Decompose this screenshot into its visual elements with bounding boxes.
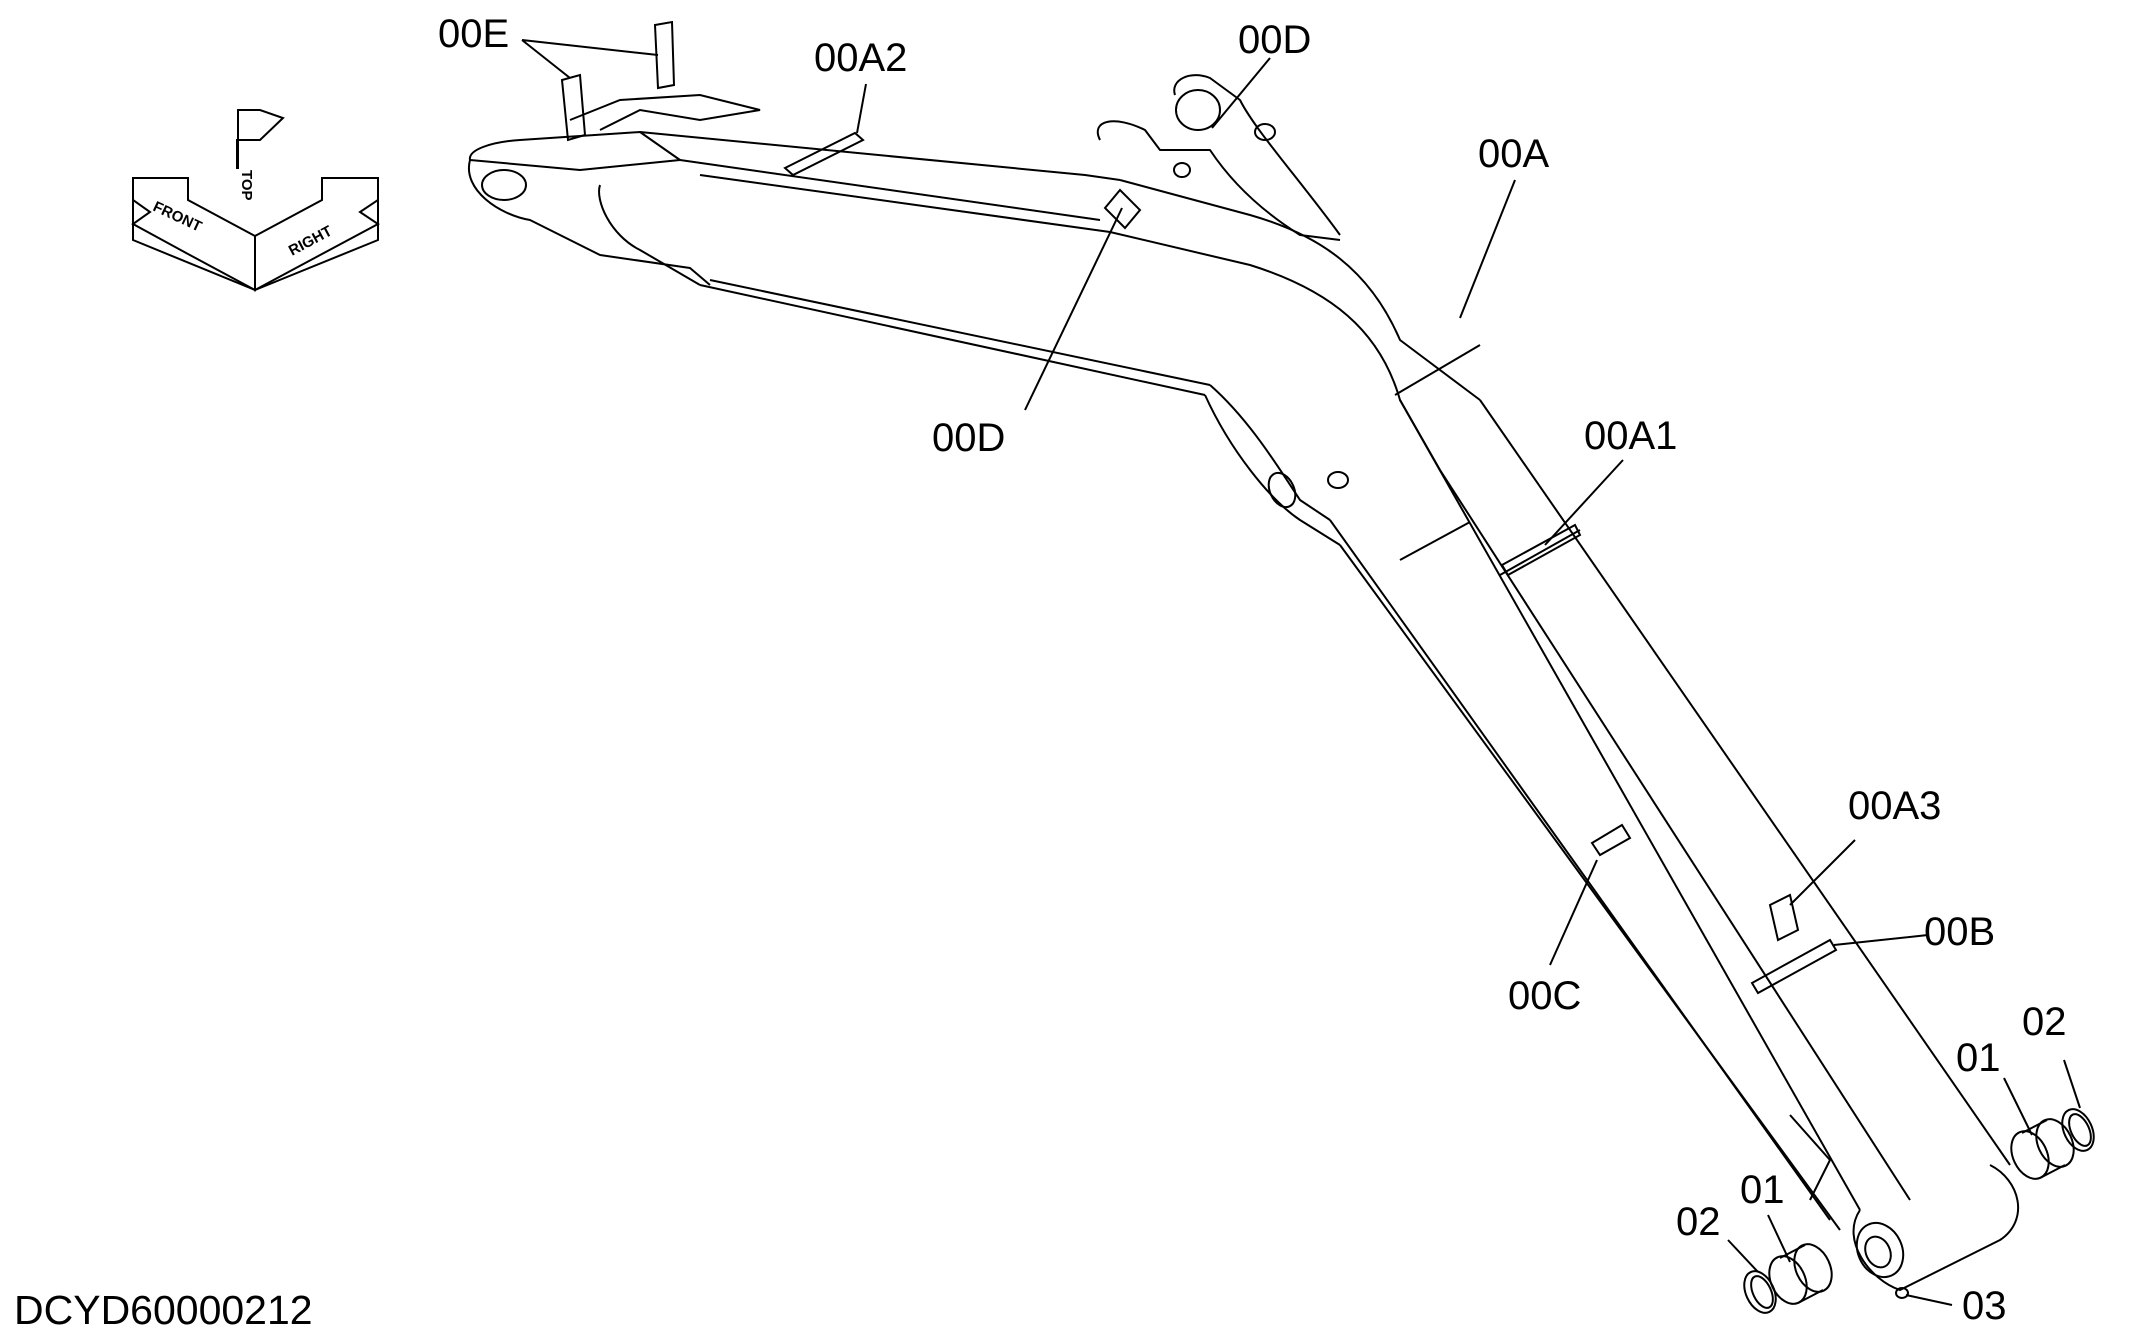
right-label: RIGHT — [286, 223, 335, 260]
plate-00B — [1750, 938, 1838, 995]
callout-01-right: 01 — [1956, 1036, 2001, 1080]
bushings — [1743, 1108, 2095, 1314]
callout-00E: 00E — [438, 12, 510, 56]
callout-00B: 00B — [1924, 910, 1996, 954]
callout-03: 03 — [1962, 1284, 2007, 1328]
plate-00A2 — [783, 131, 865, 177]
callout-00C: 00C — [1508, 974, 1582, 1018]
ring-02-right — [2061, 1108, 2095, 1152]
callout-00A1: 00A1 — [1584, 414, 1678, 458]
document-id: DCYD60000212 — [14, 1287, 313, 1333]
lug-00E-right — [653, 20, 676, 90]
callout-00D-top: 00D — [1238, 18, 1312, 62]
callout-00D-mid: 00D — [932, 416, 1006, 460]
callout-02-right: 02 — [2022, 1000, 2067, 1044]
callout-00A2: 00A2 — [814, 36, 908, 80]
bracket-00C — [1590, 823, 1632, 857]
front-arrow — [131, 177, 256, 292]
small-parts — [560, 20, 1838, 995]
ring-02-left — [1743, 1270, 1777, 1314]
lug-00E-left — [560, 73, 587, 142]
orientation-indicator: FRONT TOP RIGHT — [131, 109, 380, 292]
callout-00A: 00A — [1478, 132, 1550, 176]
leader-lines — [521, 39, 2081, 1306]
top-label: TOP — [238, 170, 255, 201]
grease-fitting-03 — [1895, 1287, 1909, 1299]
bracket-00A3 — [1768, 893, 1800, 942]
boom-body — [467, 74, 2019, 1291]
callout-02-left: 02 — [1676, 1200, 1721, 1244]
top-arrow — [236, 109, 285, 169]
callout-00A3: 00A3 — [1848, 784, 1942, 828]
bushing-01-right — [2010, 1130, 2050, 1180]
right-arrow — [254, 177, 380, 292]
plate-00D — [1103, 188, 1142, 230]
callout-01-left: 01 — [1740, 1168, 1785, 1212]
